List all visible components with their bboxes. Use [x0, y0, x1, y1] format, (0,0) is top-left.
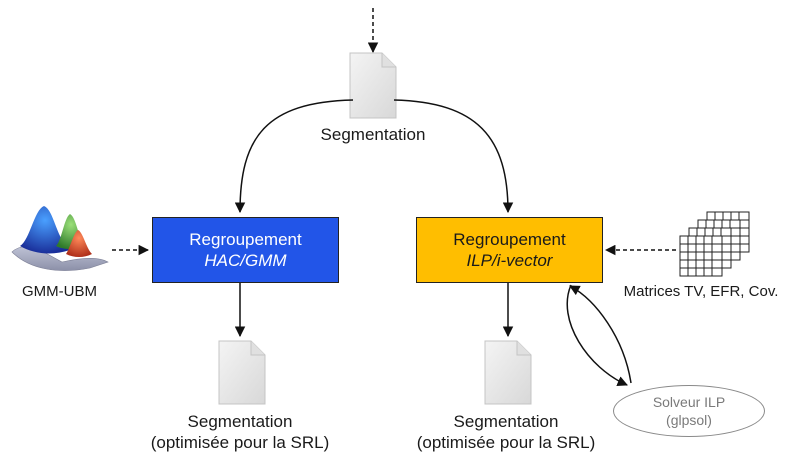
matrix-stack-icon	[679, 211, 750, 277]
top-segmentation-label: Segmentation	[320, 125, 426, 144]
solver-to-ilp-arrow	[569, 285, 632, 384]
document-icon	[484, 340, 532, 405]
right-output-label: Segmentation (optimisée pour la SRL)	[386, 411, 626, 453]
hac-box-line1: Regroupement	[189, 230, 302, 249]
right-output-line1: Segmentation	[453, 412, 559, 431]
ilp-box-line2: ILP/i-vector	[466, 251, 553, 270]
solver-ilp-ellipse: Solveur ILP (glpsol)	[613, 385, 765, 437]
document-icon	[218, 340, 266, 405]
hac-box-line2: HAC/GMM	[204, 251, 287, 270]
left-output-line2: (optimisée pour la SRL)	[150, 433, 330, 452]
solver-line1: Solveur ILP	[652, 394, 726, 410]
gmm-ubm-label: GMM-UBM	[22, 283, 97, 300]
arrow-to-hac	[234, 99, 354, 214]
hac-gmm-box: Regroupement HAC/GMM	[152, 217, 339, 283]
ilp-to-solver-arrow	[566, 284, 628, 387]
matrices-label: Matrices TV, EFR, Cov.	[623, 283, 779, 300]
left-output-line1: Segmentation	[187, 412, 293, 431]
right-output-line2: (optimisée pour la SRL)	[416, 433, 596, 452]
ilp-ivector-box: Regroupement ILP/i-vector	[416, 217, 603, 283]
document-icon	[349, 52, 397, 119]
gaussian-mixture-icon	[11, 206, 109, 271]
arrow-to-ilp	[393, 99, 514, 214]
solver-line2: (glpsol)	[666, 412, 712, 428]
left-output-label: Segmentation (optimisée pour la SRL)	[120, 411, 360, 453]
ilp-box-line1: Regroupement	[453, 230, 566, 249]
